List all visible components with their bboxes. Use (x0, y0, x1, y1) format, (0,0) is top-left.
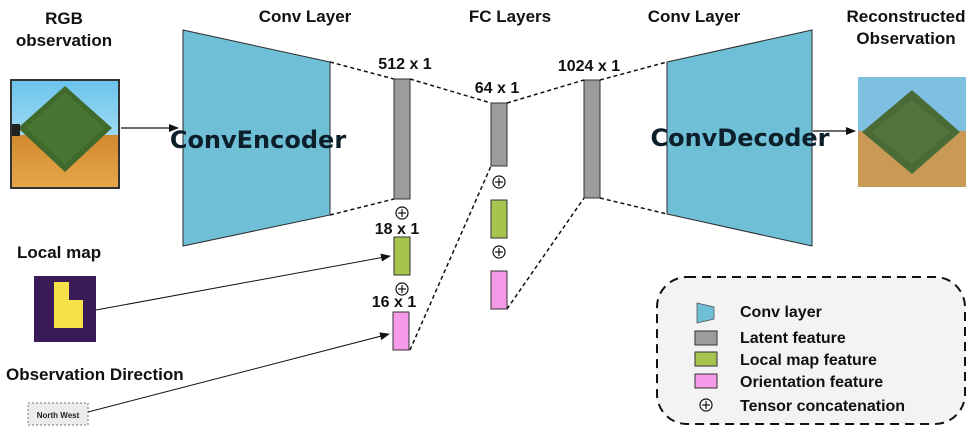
fc-layers-header: FC Layers (469, 7, 551, 26)
bottleneck-to-decoder-top (506, 79, 585, 104)
bottleneck-orientation-feature (490, 270, 508, 310)
conv-encoder-label: ConvEncoder (170, 126, 346, 154)
encoder-latent-feature (393, 78, 411, 200)
concat-symbol-3 (492, 175, 506, 189)
encoder-bottom-connector (329, 198, 395, 216)
latent-to-bottleneck-bottom (409, 165, 492, 351)
latent-to-bottleneck-top (409, 78, 492, 104)
decoder-latent-feature (583, 79, 601, 199)
legend-conv-label: Conv layer (740, 304, 822, 321)
orientation-dim-label: 16 x 1 (372, 294, 417, 311)
reconstructed-observation-image (858, 77, 966, 187)
legend-conv-swatch (696, 302, 715, 324)
decoder-latent-dim-label: 1024 x 1 (558, 58, 620, 75)
local-map-image (34, 276, 96, 342)
bottleneck-to-decoder-bottom (506, 197, 585, 310)
encoder-latent-dim-label: 512 x 1 (378, 56, 431, 73)
legend-orientation-swatch (694, 373, 718, 389)
rgb-observation-header-line2: observation (16, 31, 112, 50)
bottleneck-dim-label: 64 x 1 (475, 80, 520, 97)
local-map-arrow (95, 253, 391, 311)
decoder-top-connector (599, 61, 668, 81)
reconstructed-observation-header-line1: Reconstructed (846, 7, 965, 26)
legend-local-map-label: Local map feature (740, 352, 877, 369)
local-map-input-label: Local map (17, 243, 101, 262)
conv-decoder-block (666, 29, 813, 247)
direction-value-box (27, 402, 89, 426)
rgb-observation-image (10, 79, 120, 189)
legend-latent-label: Latent feature (740, 330, 846, 347)
rgb-observation-header-line1: RGB (45, 9, 83, 28)
direction-value-text: North West (37, 411, 80, 420)
decoder-bottom-connector (599, 197, 668, 215)
bottleneck-feature (490, 102, 508, 167)
orientation-feature (392, 311, 410, 351)
bottleneck-local-map-feature (490, 199, 508, 239)
legend-concat-icon (699, 398, 713, 412)
legend-local-map-swatch (694, 351, 718, 367)
local-map-feature (393, 236, 411, 276)
decoder-conv-layer-header: Conv Layer (648, 7, 741, 26)
legend-box (656, 276, 966, 425)
reconstructed-observation-header-line2: Observation (856, 29, 955, 48)
concat-symbol-2 (395, 282, 409, 296)
direction-arrow (87, 332, 390, 413)
conv-decoder-label: ConvDecoder (650, 124, 829, 152)
legend-orientation-label: Orientation feature (740, 374, 883, 391)
local-map-dim-label: 18 x 1 (375, 221, 420, 238)
legend-concat-label: Tensor concatenation (740, 398, 905, 415)
encoder-conv-layer-header: Conv Layer (259, 7, 352, 26)
concat-symbol-4 (492, 245, 506, 259)
observation-direction-label: Observation Direction (6, 365, 184, 384)
concat-symbol-1 (395, 206, 409, 220)
legend-latent-swatch (694, 330, 718, 346)
legend: Conv layer Latent feature Local map feat… (656, 276, 966, 425)
